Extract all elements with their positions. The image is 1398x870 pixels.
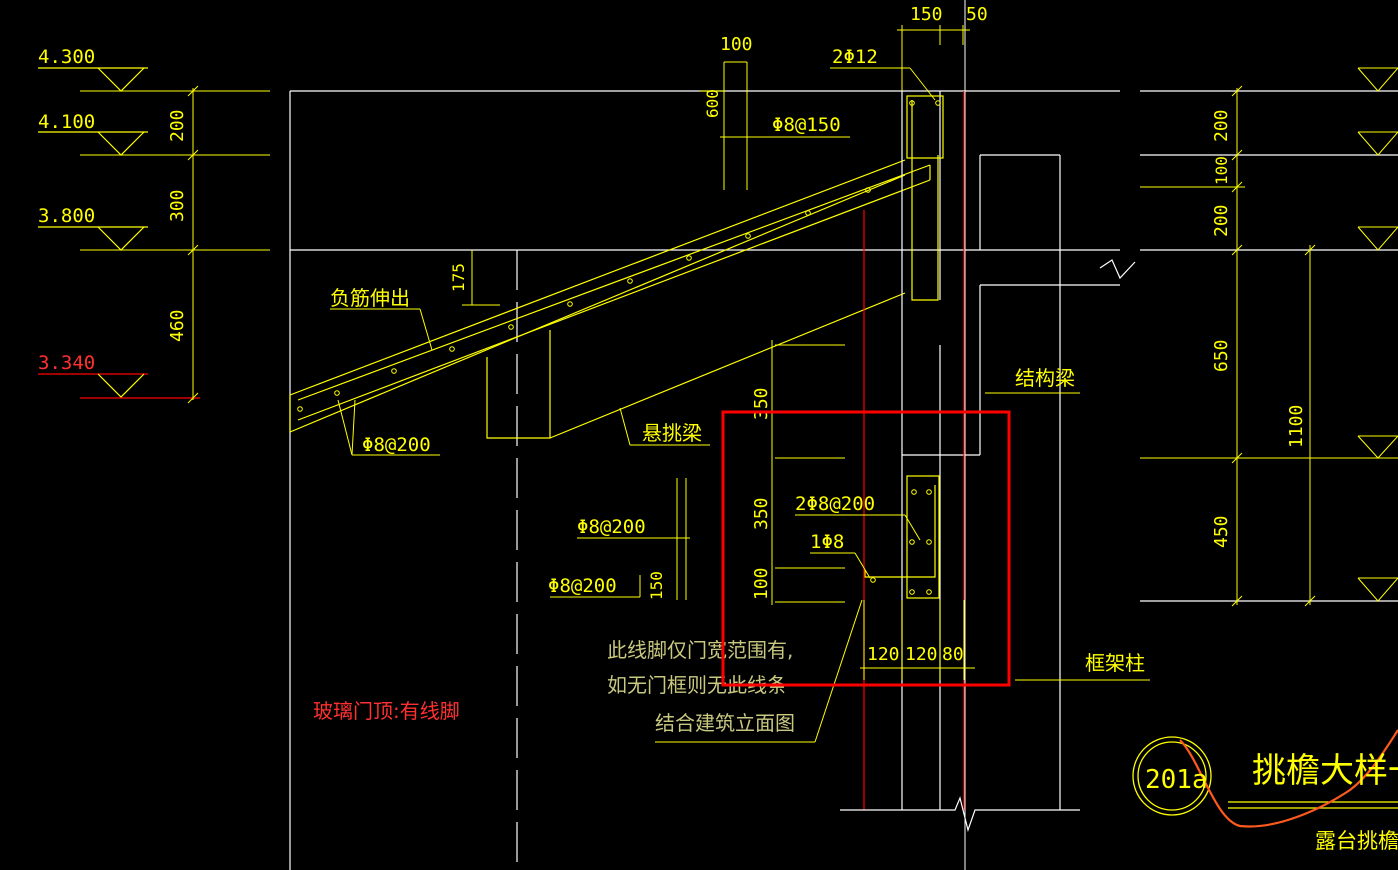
dim-350-a: 350 [751, 387, 772, 420]
rebar-label-phi8-200-left: Φ8@200 [362, 434, 431, 456]
level-lines-left [80, 85, 270, 404]
dim-120-b: 120 [905, 644, 938, 665]
label-neg-rebar: 负筋伸出 [330, 286, 410, 310]
dim-600-vertical: 600 [703, 89, 722, 118]
rebar-label-1phi8: 1Φ8 [810, 531, 844, 553]
break-symbol-right [1099, 259, 1136, 280]
title-circle-label: 201a [1145, 765, 1208, 795]
rebar-label-2phi8-200: 2Φ8@200 [795, 493, 875, 515]
middle-dimensions [550, 340, 975, 743]
drawing-title: 挑檐大样一a [1252, 751, 1398, 791]
column-rebar [864, 95, 944, 599]
dim-100-top: 100 [720, 34, 753, 55]
slab-rebar-dots [297, 187, 871, 412]
dim-right-650: 650 [1211, 339, 1232, 372]
sloped-roof-slab [289, 159, 931, 439]
column-rebar-dots [870, 100, 941, 595]
drawing-subtitle: 露台挑檐 [1315, 829, 1398, 853]
dim-150-top: 150 [910, 4, 943, 25]
elevation-3800: 3.800 [38, 205, 95, 227]
red-center-lines [863, 91, 965, 810]
elevation-3340: 3.340 [38, 352, 95, 374]
break-symbol-bottom [840, 796, 1080, 833]
right-dimensions [1140, 67, 1398, 607]
top-dimensions [462, 25, 970, 306]
title-block [1132, 729, 1398, 828]
left-leader-lines [330, 308, 710, 456]
dim-left-300: 300 [167, 189, 188, 222]
orange-revision-curve [1179, 729, 1398, 828]
dim-right-450: 450 [1211, 515, 1232, 548]
dim-right-200a: 200 [1211, 109, 1232, 142]
dim-120-a: 120 [867, 644, 900, 665]
right-leader-lines [985, 392, 1150, 681]
dim-right-200b: 200 [1211, 204, 1232, 237]
rebar-label-phi8-200-mid: Φ8@200 [577, 516, 646, 538]
dim-50-top: 50 [966, 4, 988, 25]
highlight-box [721, 410, 1011, 687]
dim-right-1100: 1100 [1286, 405, 1307, 448]
note-line-1: 此线脚仅门宽范围有, [607, 638, 793, 662]
rebar-label-2phi12: 2Φ12 [832, 46, 878, 68]
dim-right-100: 100 [1212, 156, 1231, 185]
dim-100-mid: 100 [751, 567, 772, 600]
rebar-label-phi8-150: Φ8@150 [772, 114, 841, 136]
rebar-label-phi8-200-low: Φ8@200 [548, 575, 617, 597]
column-structure [901, 91, 981, 810]
dim-left-200: 200 [167, 109, 188, 142]
label-glass-door: 玻璃门顶:有线脚 [313, 699, 460, 723]
elevation-4300: 4.300 [38, 46, 95, 68]
note-line-3: 结合建筑立面图 [655, 711, 795, 735]
label-frame-column: 框架柱 [1085, 651, 1145, 675]
elevation-4100: 4.100 [38, 111, 95, 133]
dim-350-b: 350 [751, 497, 772, 530]
dim-left-460: 460 [167, 309, 188, 342]
dim-150-mid: 150 [647, 571, 666, 600]
label-cantilever-beam: 悬挑梁 [642, 421, 702, 445]
dim-80: 80 [942, 644, 964, 665]
label-struct-beam: 结构梁 [1015, 366, 1075, 390]
dim-175-vertical: 175 [449, 263, 468, 292]
